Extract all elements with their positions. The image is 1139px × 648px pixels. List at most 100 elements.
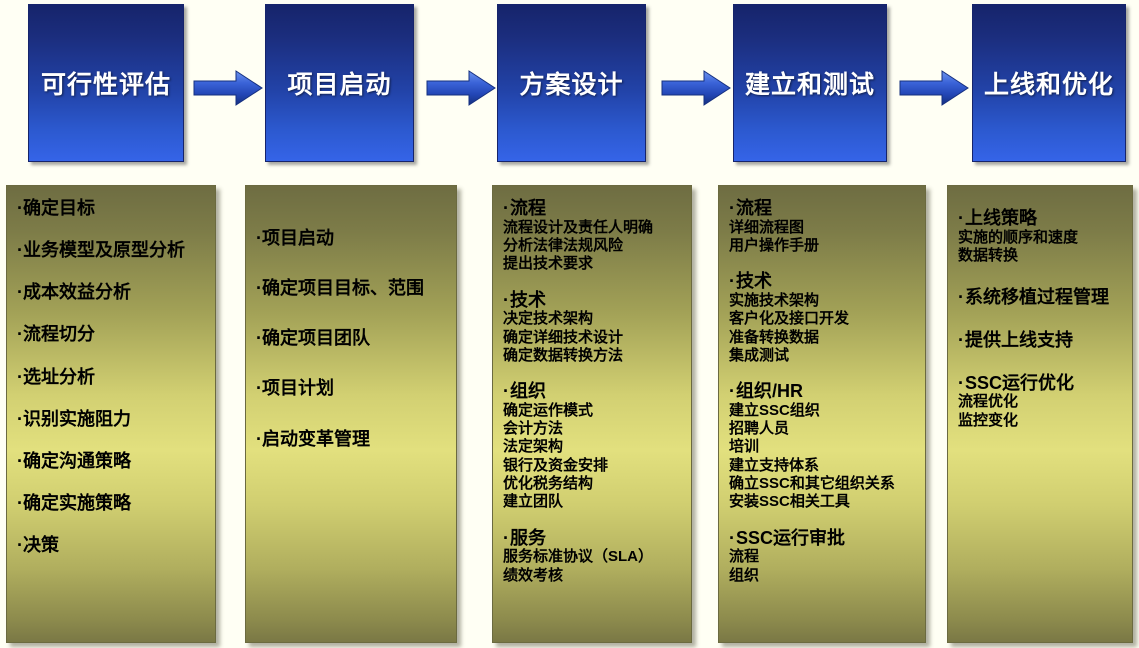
list-item: 成本效益分析 — [17, 282, 207, 302]
group-golive-support: 提供上线支持 — [958, 330, 1124, 351]
list-item: 确定项目目标、范围 — [256, 278, 448, 298]
list-item: 业务模型及原型分析 — [17, 240, 207, 260]
list-item: 银行及资金安排 — [503, 456, 609, 474]
group-organization: 组织 确定运作模式 会计方法 法定架构 银行及资金安排 优化税务结构 建立团队 — [503, 381, 683, 511]
group-title: 系统移植过程管理 — [958, 287, 1124, 308]
list-item: 识别实施阻力 — [17, 409, 207, 429]
list-item: 安装SSC相关工具 — [729, 493, 850, 511]
phase-label: 建立和测试 — [744, 71, 875, 99]
group-sub-list: 服务标准协议（SLA） 绩效考核 — [503, 548, 683, 585]
list-item: 用户操作手册 — [729, 236, 820, 254]
group-flow: 流程 详细流程图 用户操作手册 — [729, 198, 917, 255]
phase-label: 可行性评估 — [40, 71, 171, 99]
detail-panel-kickoff: 项目启动 确定项目目标、范围 确定项目团队 项目计划 启动变革管理 — [245, 185, 457, 643]
group-sub-list: 流程设计及责任人明确 分析法律法规风险 提出技术要求 — [503, 219, 683, 274]
list-item: 建立支持体系 — [729, 456, 820, 474]
group-title: SSC运行优化 — [958, 373, 1124, 394]
group-ssc-approval: SSC运行审批 流程 组织 — [729, 528, 917, 585]
phase-box-golive-optim[interactable]: 上线和优化 — [972, 4, 1126, 162]
group-title: 技术 — [503, 290, 683, 311]
phase-box-design[interactable]: 方案设计 — [497, 4, 646, 162]
group-sub-list: 流程优化 监控变化 — [958, 393, 1124, 430]
phase-box-feasibility[interactable]: 可行性评估 — [28, 4, 184, 162]
group-title: 提供上线支持 — [958, 330, 1124, 351]
group-flow: 流程 流程设计及责任人明确 分析法律法规风险 提出技术要求 — [503, 198, 683, 274]
list-item: 绩效考核 — [503, 566, 564, 584]
list-item: 确定项目团队 — [256, 328, 448, 348]
list-item: 确定目标 — [17, 198, 207, 218]
arrow-right-icon — [425, 68, 497, 108]
list-item: 数据转换 — [958, 246, 1019, 264]
group-organization-hr: 组织/HR 建立SSC组织 招聘人员 培训 建立支持体系 确立SSC和其它组织关… — [729, 381, 917, 511]
list-item: 客户化及接口开发 — [729, 310, 850, 328]
list-item: 提出技术要求 — [503, 255, 594, 273]
list-item: 确立SSC和其它组织关系 — [729, 475, 895, 493]
group-title: 组织 — [503, 381, 683, 402]
group-title: 流程 — [503, 198, 683, 219]
group-sub-list: 建立SSC组织 招聘人员 培训 建立支持体系 确立SSC和其它组织关系 安装SS… — [729, 402, 917, 512]
list-item: 优化税务结构 — [503, 475, 594, 493]
group-title: 服务 — [503, 528, 683, 549]
list-item: 实施技术架构 — [729, 291, 820, 309]
detail-panel-design: 流程 流程设计及责任人明确 分析法律法规风险 提出技术要求 技术 决定技术架构 … — [492, 185, 692, 643]
list-item: 组织 — [729, 566, 760, 584]
list-item: 法定架构 — [503, 438, 564, 456]
item-list: 确定目标 业务模型及原型分析 成本效益分析 流程切分 选址分析 识别实施阻力 确… — [17, 198, 207, 555]
list-item: 确定详细技术设计 — [503, 328, 624, 346]
group-title: 上线策略 — [958, 208, 1124, 229]
group-technology: 技术 决定技术架构 确定详细技术设计 确定数据转换方法 — [503, 290, 683, 366]
list-item: 流程设计及责任人明确 — [503, 218, 654, 236]
phase-box-build-test[interactable]: 建立和测试 — [733, 4, 887, 162]
list-item: 项目计划 — [256, 378, 448, 398]
group-service: 服务 服务标准协议（SLA） 绩效考核 — [503, 528, 683, 585]
group-title: 流程 — [729, 198, 917, 219]
group-sub-list: 确定运作模式 会计方法 法定架构 银行及资金安排 优化税务结构 建立团队 — [503, 402, 683, 512]
arrow-right-icon — [192, 68, 264, 108]
phase-label: 上线和优化 — [983, 71, 1114, 99]
list-item: 培训 — [729, 438, 760, 456]
list-item: 决策 — [17, 535, 207, 555]
list-item: 监控变化 — [958, 411, 1019, 429]
group-migration-management: 系统移植过程管理 — [958, 287, 1124, 308]
list-item: 会计方法 — [503, 420, 564, 438]
group-technology: 技术 实施技术架构 客户化及接口开发 准备转换数据 集成测试 — [729, 271, 917, 365]
group-ssc-optimization: SSC运行优化 流程优化 监控变化 — [958, 373, 1124, 430]
arrow-right-icon — [660, 68, 732, 108]
group-sub-list: 实施的顺序和速度 数据转换 — [958, 229, 1124, 266]
list-item: 确定数据转换方法 — [503, 346, 624, 364]
list-item: 详细流程图 — [729, 218, 805, 236]
list-item: 建立SSC组织 — [729, 401, 820, 419]
group-title: SSC运行审批 — [729, 528, 917, 549]
list-item: 实施的顺序和速度 — [958, 228, 1079, 246]
list-item: 准备转换数据 — [729, 328, 820, 346]
phase-label: 方案设计 — [519, 71, 624, 99]
list-item: 服务标准协议（SLA） — [503, 548, 654, 566]
list-item: 启动变革管理 — [256, 429, 448, 449]
list-item: 分析法律法规风险 — [503, 236, 624, 254]
group-golive-strategy: 上线策略 实施的顺序和速度 数据转换 — [958, 208, 1124, 265]
phase-box-kickoff[interactable]: 项目启动 — [265, 4, 414, 162]
group-sub-list: 决定技术架构 确定详细技术设计 确定数据转换方法 — [503, 310, 683, 365]
item-list: 项目启动 确定项目目标、范围 确定项目团队 项目计划 启动变革管理 — [256, 228, 448, 449]
list-item: 流程切分 — [17, 324, 207, 344]
arrow-right-icon — [898, 68, 970, 108]
list-item: 招聘人员 — [729, 420, 790, 438]
phase-label: 项目启动 — [287, 71, 392, 99]
group-sub-list: 实施技术架构 客户化及接口开发 准备转换数据 集成测试 — [729, 292, 917, 365]
list-item: 确定运作模式 — [503, 401, 594, 419]
list-item: 决定技术架构 — [503, 310, 594, 328]
list-item: 流程优化 — [958, 393, 1019, 411]
list-item: 集成测试 — [729, 346, 790, 364]
list-item: 建立团队 — [503, 493, 564, 511]
group-sub-list: 流程 组织 — [729, 548, 917, 585]
group-title: 组织/HR — [729, 381, 917, 402]
detail-panel-golive: 上线策略 实施的顺序和速度 数据转换 系统移植过程管理 提供上线支持 SSC运行… — [947, 185, 1133, 643]
list-item: 确定实施策略 — [17, 493, 207, 513]
group-sub-list: 详细流程图 用户操作手册 — [729, 219, 917, 256]
detail-panel-build-test: 流程 详细流程图 用户操作手册 技术 实施技术架构 客户化及接口开发 准备转换数… — [718, 185, 926, 643]
list-item: 项目启动 — [256, 228, 448, 248]
list-item: 流程 — [729, 548, 760, 566]
list-item: 选址分析 — [17, 367, 207, 387]
detail-panel-feasibility: 确定目标 业务模型及原型分析 成本效益分析 流程切分 选址分析 识别实施阻力 确… — [6, 185, 216, 643]
